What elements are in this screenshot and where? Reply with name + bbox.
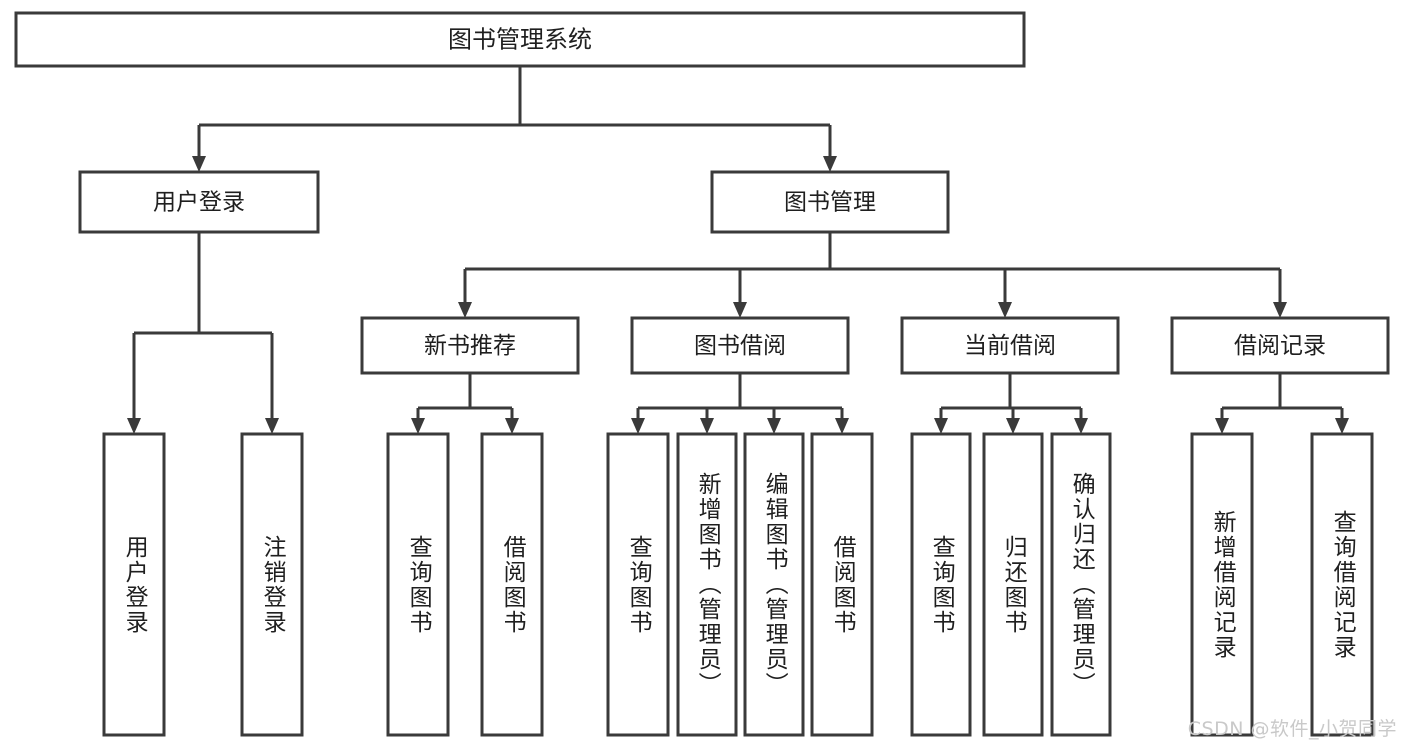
- node-box-leaf-add-book[interactable]: [676, 432, 738, 737]
- level2-arrow-0-head: [192, 156, 206, 172]
- leafgroup-0-arrow-1-head: [505, 418, 519, 434]
- leafgroup-3-arrow-1-head: [1335, 418, 1349, 434]
- node-box-leaf-borrow-book[interactable]: [810, 432, 874, 737]
- node-box-leaf-return-book[interactable]: [982, 432, 1044, 737]
- node-box-leaf-query-book-current[interactable]: [910, 432, 972, 737]
- leafgroup-1-arrow-2-head: [767, 418, 781, 434]
- node-label-borrow-records: 借阅记录: [1234, 333, 1326, 359]
- node-label-root: 图书管理系统: [448, 26, 592, 54]
- node-box-book-management[interactable]: [710, 170, 950, 234]
- node-box-leaf-query-book-borrow[interactable]: [606, 432, 670, 737]
- node-box-leaf-user-login[interactable]: [102, 432, 166, 737]
- node-box-leaf-add-record[interactable]: [1190, 432, 1254, 737]
- node-box-new-book-recommend[interactable]: [360, 316, 580, 375]
- connector-layer: [127, 66, 1349, 434]
- level3-arrow-1-head: [733, 302, 747, 318]
- node-box-book-borrow[interactable]: [630, 316, 850, 375]
- node-box-leaf-confirm-return[interactable]: [1050, 432, 1112, 737]
- node-label-new-book-recommend: 新书推荐: [424, 333, 516, 359]
- leafgroup-2-arrow-1-head: [1006, 418, 1020, 434]
- node-label-current-borrow: 当前借阅: [964, 333, 1056, 359]
- leafgroup-1-arrow-1-head: [700, 418, 714, 434]
- node-box-leaf-query-book-new[interactable]: [386, 432, 450, 737]
- node-label-book-borrow: 图书借阅: [694, 333, 786, 359]
- node-box-borrow-records[interactable]: [1170, 316, 1390, 375]
- leafgroup-1-arrow-0-head: [631, 418, 645, 434]
- node-box-user-login[interactable]: [78, 170, 320, 234]
- node-box-layer: [14, 11, 1390, 737]
- node-box-root[interactable]: [14, 11, 1026, 68]
- node-label-user-login: 用户登录: [153, 190, 245, 216]
- level3-arrow-3-head: [1273, 302, 1287, 318]
- node-box-leaf-query-record[interactable]: [1310, 432, 1374, 737]
- node-box-current-borrow[interactable]: [900, 316, 1120, 375]
- user-login-arrow-1-head: [265, 418, 279, 434]
- leafgroup-0-arrow-0-head: [411, 418, 425, 434]
- node-label-book-management: 图书管理: [784, 190, 876, 216]
- leafgroup-2-arrow-2-head: [1074, 418, 1088, 434]
- node-box-leaf-borrow-book-new[interactable]: [480, 432, 544, 737]
- level3-arrow-2-head: [998, 302, 1012, 318]
- level2-arrow-1-head: [823, 156, 837, 172]
- node-box-leaf-edit-book[interactable]: [743, 432, 805, 737]
- level3-arrow-0-head: [458, 302, 472, 318]
- leafgroup-2-arrow-0-head: [934, 418, 948, 434]
- node-box-leaf-logout[interactable]: [240, 432, 304, 737]
- leafgroup-3-arrow-0-head: [1215, 418, 1229, 434]
- leafgroup-1-arrow-3-head: [835, 418, 849, 434]
- user-login-arrow-0-head: [127, 418, 141, 434]
